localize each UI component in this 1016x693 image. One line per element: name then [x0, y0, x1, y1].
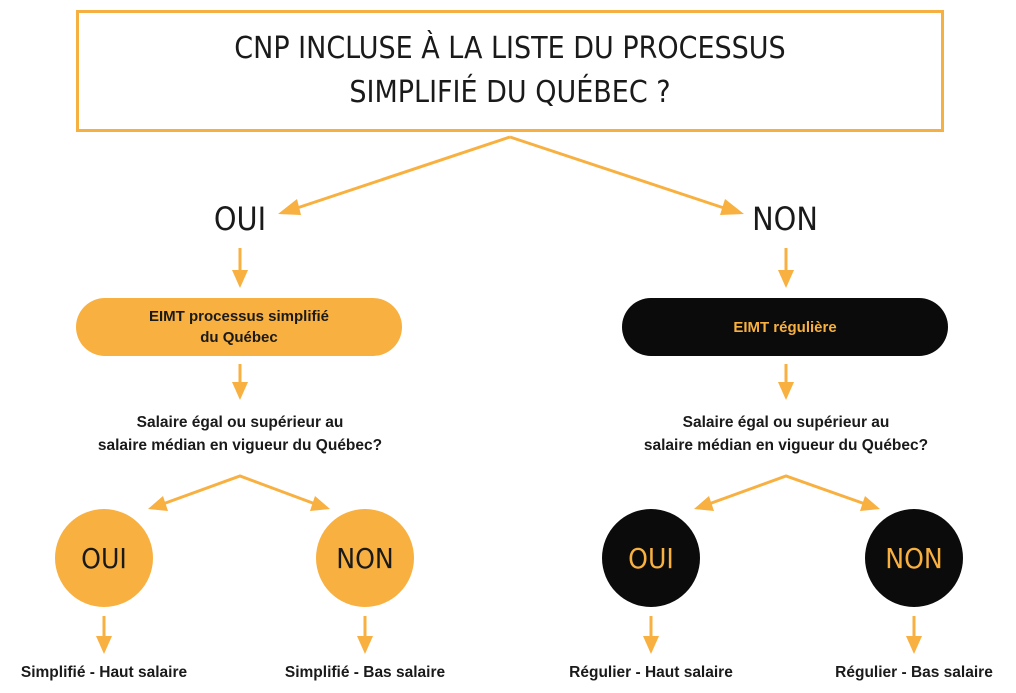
title-box: CNP INCLUSE À LA LISTE DU PROCESSUS SIMP…	[76, 10, 944, 132]
title-to-oui-connector	[278, 135, 511, 215]
regular-box-line-1: EIMT régulière	[733, 318, 837, 336]
right-oui-outcome-arrow	[643, 616, 659, 654]
left-oui-outcome-arrow	[96, 616, 112, 654]
simplified-box-line-2: du Québec	[200, 329, 278, 346]
right-no-circle: NON	[865, 509, 963, 607]
title-line-2: SIMPLIFIÉ DU QUÉBEC ?	[349, 75, 671, 110]
simplified-to-question-arrow	[232, 364, 248, 400]
left-yes-label: OUI	[81, 541, 127, 575]
regular-to-question-arrow	[778, 364, 794, 400]
left-no-circle: NON	[316, 509, 414, 607]
simplified-process-box: EIMT processus simplifié du Québec	[76, 298, 402, 356]
right-salary-question: Salaire égal ou supérieur au salaire méd…	[606, 411, 966, 457]
right-split-connector	[694, 474, 880, 511]
left-split-connector	[148, 474, 330, 511]
left-yes-circle: OUI	[55, 509, 153, 607]
outcome-regular-high: Régulier - Haut salaire	[569, 664, 733, 681]
branch-no-label: NON	[752, 200, 818, 238]
title-line-1: CNP INCLUSE À LA LISTE DU PROCESSUS	[234, 31, 786, 66]
left-no-label: NON	[336, 541, 394, 575]
right-no-label: NON	[885, 541, 943, 575]
right-yes-circle: OUI	[602, 509, 700, 607]
right-non-outcome-arrow	[906, 616, 922, 654]
branch-yes-label: OUI	[213, 200, 267, 238]
oui-to-simplified-arrow	[232, 248, 248, 288]
right-question-line-1: Salaire égal ou supérieur au	[682, 414, 890, 431]
simplified-box-line-1: EIMT processus simplifié	[148, 308, 330, 325]
regular-process-box: EIMT régulière	[622, 298, 948, 356]
outcome-simplified-low: Simplifié - Bas salaire	[284, 664, 446, 681]
left-question-line-2: salaire médian en vigueur du Québec?	[97, 437, 383, 454]
right-yes-label: OUI	[628, 541, 674, 575]
left-question-line-1: Salaire égal ou supérieur au	[136, 414, 344, 431]
left-salary-question: Salaire égal ou supérieur au salaire méd…	[60, 411, 420, 457]
non-to-regular-arrow	[778, 248, 794, 288]
title-to-non-connector	[509, 135, 744, 215]
title-text: CNP INCLUSE À LA LISTE DU PROCESSUS SIMP…	[234, 27, 785, 115]
outcome-simplified-high: Simplifié - Haut salaire	[20, 664, 188, 681]
outcome-regular-low: Régulier - Bas salaire	[835, 664, 993, 681]
left-non-outcome-arrow	[357, 616, 373, 654]
right-question-line-2: salaire médian en vigueur du Québec?	[643, 437, 929, 454]
